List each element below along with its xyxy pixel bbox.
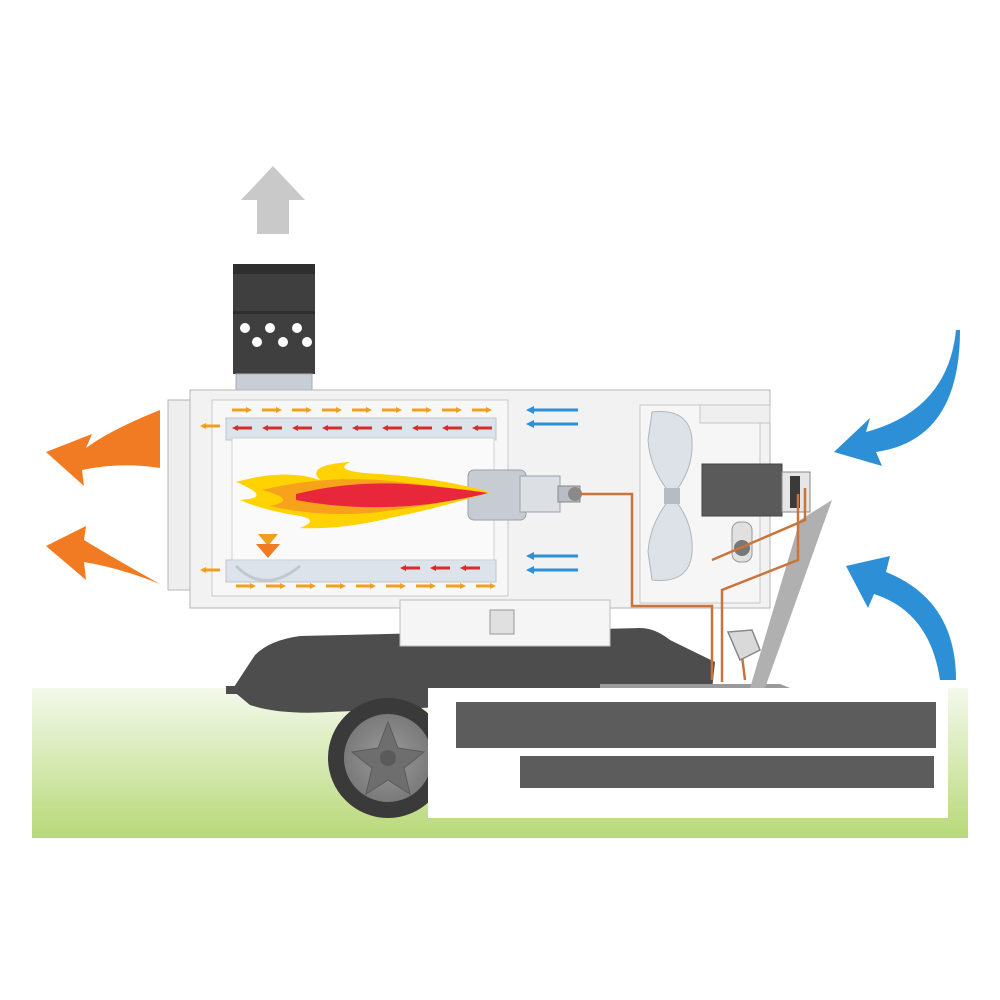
flow-arrow — [232, 425, 252, 431]
burner — [467, 469, 582, 521]
flow-arrow — [326, 583, 346, 589]
flow-arrow — [236, 583, 256, 589]
flow-arrow — [200, 567, 220, 573]
flow-arrow — [412, 425, 432, 431]
cold-flow-arrow — [526, 566, 578, 574]
flow-arrow — [322, 425, 342, 431]
flow-arrow — [292, 425, 312, 431]
flow-arrow — [442, 425, 462, 431]
cold-air-arrow-icon — [834, 330, 960, 466]
flow-arrow — [442, 407, 462, 413]
cold-flow-arrow — [526, 406, 578, 414]
label-panel — [428, 688, 948, 818]
flow-arrow — [400, 565, 420, 571]
chimney — [233, 264, 315, 409]
wheel — [328, 698, 448, 818]
flame-icon — [236, 462, 490, 529]
cold-air-arrows — [834, 330, 960, 680]
flow-arrow — [352, 425, 372, 431]
flow-arrow — [232, 407, 252, 413]
cold-air-arrow-icon — [846, 556, 956, 680]
flow-arrow — [200, 423, 220, 429]
flow-arrow — [266, 583, 286, 589]
flow-arrow — [416, 583, 436, 589]
fan-icon — [647, 411, 693, 581]
flow-arrow — [322, 407, 342, 413]
fuel-lines — [580, 488, 807, 682]
hot-air-arrows — [46, 410, 160, 584]
flow-arrow — [472, 425, 492, 431]
flow-arrow — [446, 583, 466, 589]
flow-arrow — [476, 583, 496, 589]
flow-arrow — [262, 425, 282, 431]
flow-arrow — [430, 565, 450, 571]
flow-arrow — [382, 407, 402, 413]
flow-arrow — [472, 407, 492, 413]
placeholder-text-bar — [520, 756, 934, 788]
placeholder-text-bar — [456, 702, 936, 748]
flow-arrow — [296, 583, 316, 589]
internal-airflow-arrows — [200, 406, 578, 589]
flow-arrow — [412, 407, 432, 413]
flow-arrow — [386, 583, 406, 589]
exhaust-arrow-icon — [241, 166, 305, 234]
hot-air-arrow-icon — [46, 526, 160, 584]
cold-flow-arrow — [526, 420, 578, 428]
flow-arrow — [382, 425, 402, 431]
cold-flow-arrow — [526, 552, 578, 560]
flow-arrow — [292, 407, 312, 413]
motor — [701, 463, 811, 563]
flow-arrow — [262, 407, 282, 413]
fuel-drop-icon — [256, 534, 280, 558]
hot-air-arrow-icon — [46, 410, 160, 486]
flow-arrow — [356, 583, 376, 589]
flow-arrow — [352, 407, 372, 413]
flow-arrow — [460, 565, 480, 571]
